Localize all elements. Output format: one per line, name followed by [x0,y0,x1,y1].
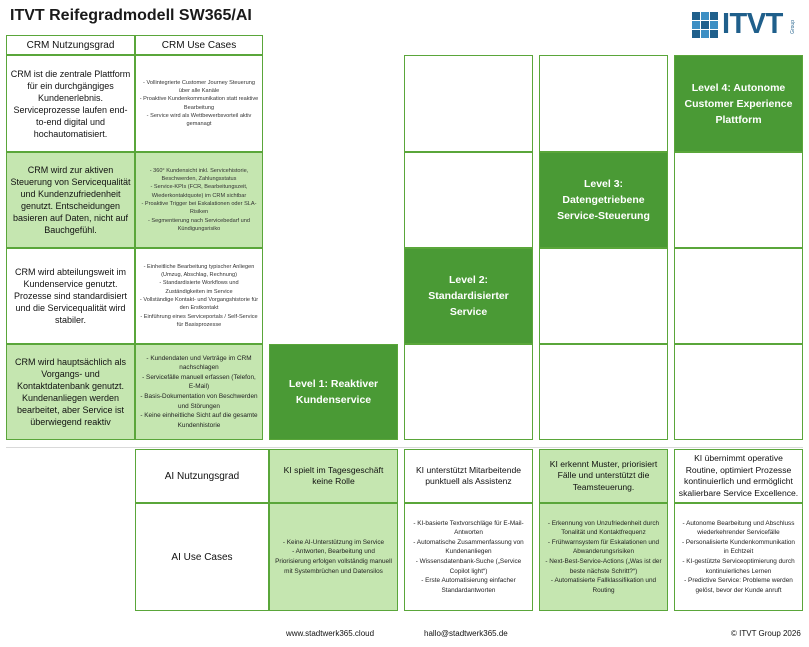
ai-use-cases-level-2: - KI-basierte Textvorschläge für E-Mail-… [404,503,533,611]
ai-use-case-item: - Keine AI-Unterstützung im Service [282,538,385,546]
level-2-box: Level 2: Standardisierter Service [404,248,533,344]
footer-copyright: © ITVT Group 2026 [731,629,801,638]
use-case-item: - Standardisierte Workflows und Zuständi… [159,280,239,295]
ai-use-cases-level-1: - Keine AI-Unterstützung im Service - An… [269,503,398,611]
crm-usage-row-2: CRM wird abteilungsweit im Kundenservice… [6,248,135,344]
ai-use-case-item: - Autonome Bearbeitung und Abschluss wie… [682,519,795,537]
logo-wordmark: ITVT [722,8,783,40]
ai-use-case-item: - Personalisierte Kundenkommunikation in… [682,538,795,556]
use-case-item: - Einführung eines Serviceportals / Self… [140,313,258,328]
ai-use-case-item: - Erkennung von Unzufriedenheit durch To… [547,519,660,537]
grid-cell-empty [404,55,533,152]
use-case-item: - Service wird als Wettbewerbsvorteil ak… [146,112,252,128]
ai-usage-level-2: KI unterstützt Mitarbeitende punktuell a… [404,449,533,503]
use-case-item: - Einheitliche Bearbeitung typischer Anl… [143,263,255,279]
grid-cell-empty [404,152,533,248]
use-case-item: - Proaktive Trigger bei Eskalationen ode… [141,201,257,216]
use-case-item: - Keine einheitliche Sicht auf die gesam… [140,412,258,429]
grid-cell-empty [674,248,803,344]
ai-usage-level-1: KI spielt im Tagesgeschäft keine Rolle [269,449,398,503]
grid-cell-empty [404,344,533,440]
grid-cell-empty [539,248,668,344]
use-case-item: - Proaktive Kundenkommunikation statt re… [139,96,259,111]
use-case-item: - Servicefälle manuell erfassen (Telefon… [142,373,256,391]
ai-use-case-item: - Wissensdatenbank-Suche („Service Copil… [415,558,522,575]
use-case-item: - 360° Kundensicht inkl. Servicehistorie… [149,167,249,183]
ai-use-cases-level-4: - Autonome Bearbeitung und Abschluss wie… [674,503,803,611]
itvt-grid-logo-icon [692,12,718,38]
ai-use-cases-level-3: - Erkennung von Unzufriedenheit durch To… [539,503,668,611]
ai-usage-label: AI Nutzungsgrad [135,449,269,503]
ai-usage-level-3: KI erkennt Muster, priorisiert Fälle und… [539,449,668,503]
level-3-box: Level 3: Datengetriebene Service-Steueru… [539,152,668,248]
page-title: ITVT Reifegradmodell SW365/AI [10,7,252,24]
header-crm-use-cases: CRM Use Cases [135,35,263,55]
crm-usage-row-3: CRM wird zur aktiven Steuerung von Servi… [6,152,135,248]
grid-cell-empty [674,344,803,440]
level-1-box: Level 1: Reaktiver Kundenservice [269,344,398,440]
ai-use-case-item: - Automatische Zusammenfassung von Kunde… [413,538,524,556]
crm-use-cases-row-2: - Einheitliche Bearbeitung typischer Anl… [135,248,263,344]
ai-use-case-item: - KI-basierte Textvorschläge für E-Mail-… [413,519,524,537]
crm-usage-row-1: CRM wird hauptsächlich als Vorgangs- und… [6,344,135,440]
ai-use-case-item: - Frühwarnsystem für Eskalationen und Ab… [547,538,660,556]
footer-website[interactable]: www.stadtwerk365.cloud [286,629,375,638]
ai-use-case-item: - Antworten, Bearbeitung und Priorisieru… [275,548,392,575]
ai-use-case-item: - Next-Best-Service-Actions („Was ist de… [545,558,662,575]
use-case-item: - Basis-Dokumentation von Beschwerden un… [140,393,258,410]
ai-usage-level-4: KI übernimmt operative Routine, optimier… [674,449,803,503]
use-case-item: - Vollständige Kontakt- und Vorgangshist… [139,297,259,312]
footer-email[interactable]: hallo@stadtwerk365.de [424,629,508,638]
section-divider [6,447,803,448]
grid-cell-empty [539,344,668,440]
grid-cell-empty [674,152,803,248]
crm-use-cases-row-3: - 360° Kundensicht inkl. Servicehistorie… [135,152,263,248]
crm-use-cases-row-4: - Vollintegrierte Customer Journey Steue… [135,55,263,152]
ai-use-case-item: - Predictive Service: Probleme werden ge… [684,577,793,594]
grid-cell-empty [539,55,668,152]
ai-use-case-item: - Erste Automatisierung einfacher Standa… [421,577,516,594]
crm-usage-row-4: CRM ist die zentrale Plattform für ein d… [6,55,135,152]
crm-use-cases-row-1: - Kundendaten und Verträge im CRM nachsc… [135,344,263,440]
ai-use-case-item: - KI-gestützte Serviceoptimierung durch … [682,558,795,575]
logo-group-text: Group [790,20,796,34]
level-4-box: Level 4: Autonome Customer Experience Pl… [674,55,803,152]
use-case-item: - Service-KPIs (FCR, Bearbeitungszeit, W… [150,184,248,199]
header-crm-usage: CRM Nutzungsgrad [6,35,135,55]
ai-use-cases-label: AI Use Cases [135,503,269,611]
use-case-item: - Segmentierung nach Servicebedarf und K… [148,217,250,232]
use-case-item: - Kundendaten und Verträge im CRM nachsc… [146,354,252,372]
company-logo: ITVT Group [692,8,798,40]
use-case-item: - Vollintegrierte Customer Journey Steue… [143,79,255,94]
ai-use-case-item: - Automatisierte Fallklassifikation und … [550,577,657,594]
